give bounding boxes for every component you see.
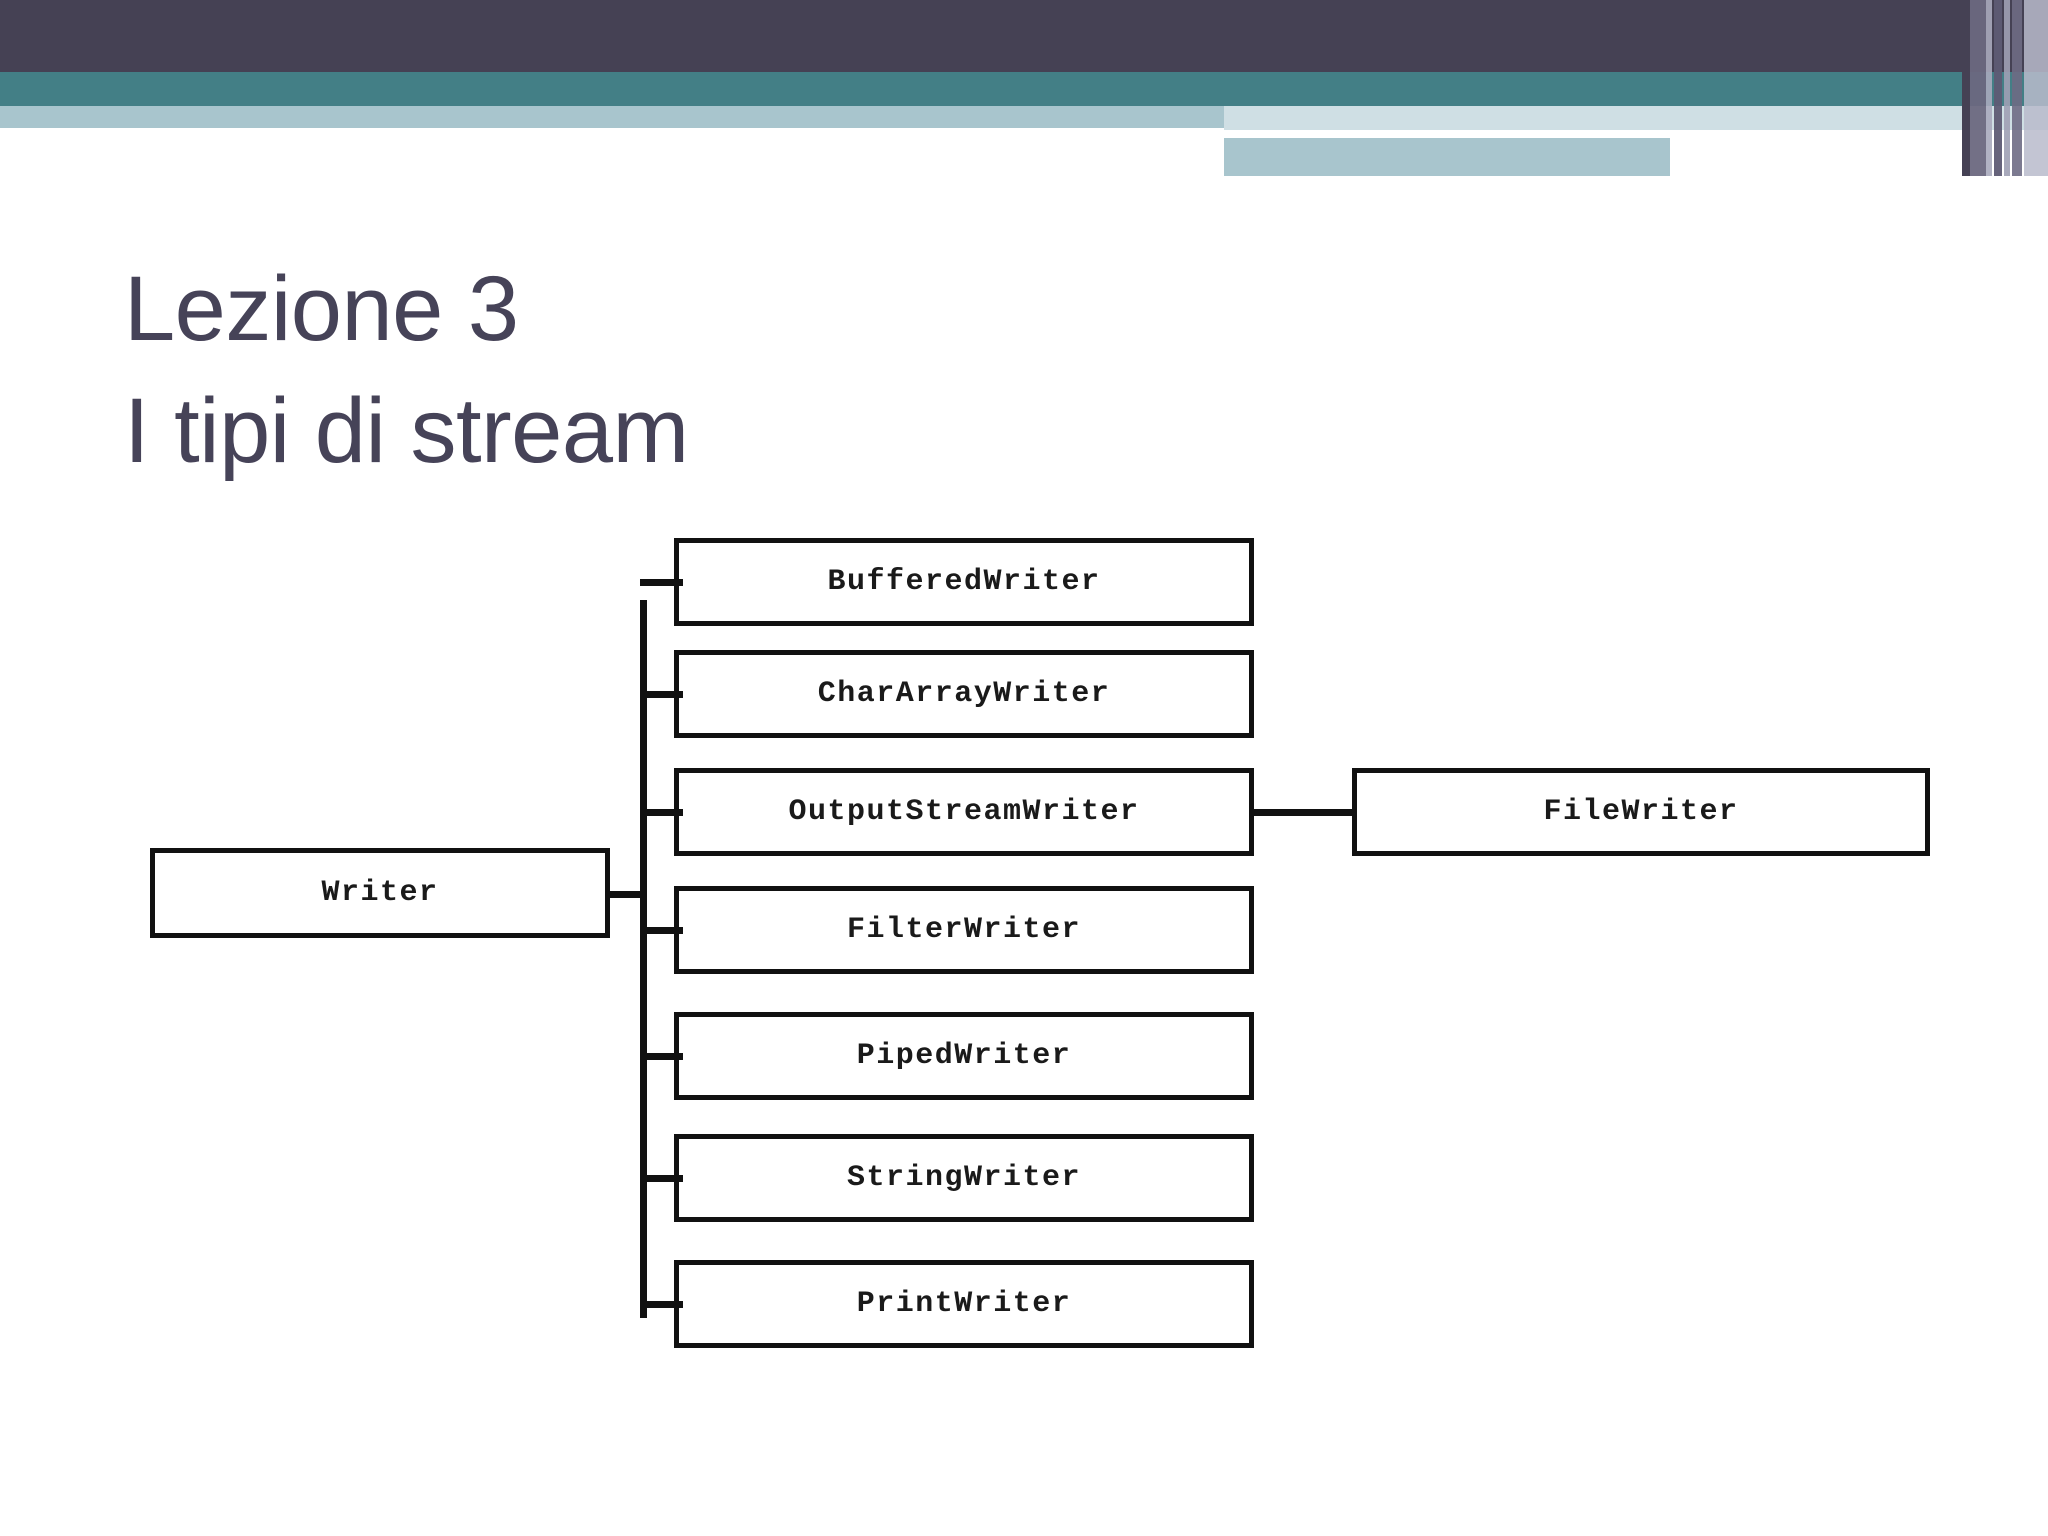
node-label: StringWriter: [846, 1161, 1082, 1195]
header-strip-4: [2004, 0, 2010, 176]
node-printwriter[interactable]: PrintWriter: [674, 1260, 1254, 1348]
node-label: BufferedWriter: [827, 565, 1101, 599]
node-writer[interactable]: Writer: [150, 848, 610, 938]
page-title: Lezione 3 I tipi di stream: [124, 248, 1324, 492]
node-filewriter[interactable]: FileWriter: [1352, 768, 1930, 856]
title-line-1: Lezione 3: [124, 258, 519, 360]
node-label: Writer: [321, 876, 439, 910]
connector-outputstreamwriter-to-filewriter: [1254, 809, 1352, 816]
node-filterwriter[interactable]: FilterWriter: [674, 886, 1254, 974]
connector-stub-pipedwriter: [640, 1053, 683, 1060]
header-band-white-gap: [1224, 130, 1920, 138]
node-label: OutputStreamWriter: [788, 795, 1140, 829]
header-band-navy: [0, 0, 2048, 72]
connector-stub-bufferedwriter: [640, 579, 683, 586]
node-label: CharArrayWriter: [817, 677, 1111, 711]
node-bufferedwriter[interactable]: BufferedWriter: [674, 538, 1254, 626]
header-band-light-left: [0, 106, 1224, 128]
node-label: PipedWriter: [856, 1039, 1072, 1073]
header-strip-3: [1994, 0, 2002, 176]
connector-stub-printwriter: [640, 1301, 683, 1308]
header-band-light-right: [1224, 106, 2048, 130]
connector-stub-stringwriter: [640, 1175, 683, 1182]
node-outputstreamwriter[interactable]: OutputStreamWriter: [674, 768, 1254, 856]
header-strip-0: [1962, 0, 1970, 176]
header-strip-6: [2024, 0, 2048, 176]
title-line-2: I tipi di stream: [124, 380, 689, 482]
node-pipedwriter[interactable]: PipedWriter: [674, 1012, 1254, 1100]
header-band-teal: [0, 72, 2048, 106]
node-label: FilterWriter: [846, 913, 1082, 947]
header-strip-2: [1986, 0, 1992, 176]
connector-stub-outputstreamwriter: [640, 809, 683, 816]
connector-root-to-trunk: [610, 891, 647, 898]
node-label: FileWriter: [1543, 795, 1739, 829]
node-label: PrintWriter: [856, 1287, 1072, 1321]
header-strip-1: [1970, 0, 1986, 176]
connector-stub-filterwriter: [640, 927, 683, 934]
connector-stub-chararraywriter: [640, 691, 683, 698]
connector-trunk-vertical: [640, 600, 647, 1318]
header-strip-5: [2012, 0, 2022, 176]
node-chararraywriter[interactable]: CharArrayWriter: [674, 650, 1254, 738]
node-stringwriter[interactable]: StringWriter: [674, 1134, 1254, 1222]
